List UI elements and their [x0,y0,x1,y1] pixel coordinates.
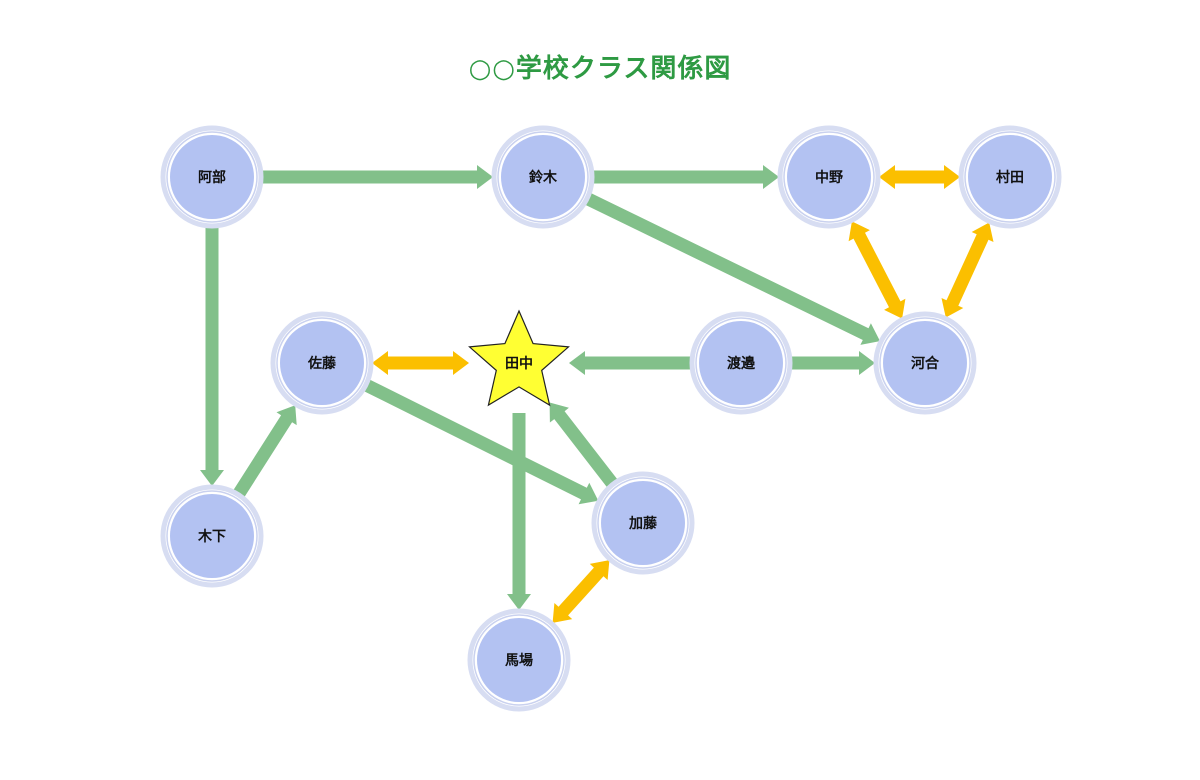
node-circle [883,321,967,405]
arrow-sato-to-kato [363,379,599,505]
node-inner-ring [695,317,787,409]
node-kinoshita[interactable]: 木下 [160,484,264,588]
diagram-title: ○○学校クラス関係図 [468,54,732,84]
arrow-suzuki-to-kawai [585,193,880,345]
node-inner-ring [166,131,258,223]
arrow-abe-to-kinoshita [200,227,224,486]
node-circle [699,321,783,405]
arrow-kinoshita-to-sato [233,405,297,498]
node-inner-ring [964,131,1056,223]
star-shape [468,309,570,407]
node-circle [170,135,254,219]
node-circle [787,135,871,219]
arrow-sato-to-tanaka [372,351,469,375]
node-circle [477,618,561,702]
arrow-kato-to-baba [552,560,610,623]
node-label: 河合 [911,355,940,372]
node-nakano[interactable]: 中野 [777,125,881,229]
arrow-abe-to-suzuki [262,165,493,189]
node-murata[interactable]: 村田 [958,125,1062,229]
node-inner-ring [166,490,258,582]
node-label: 阿部 [198,169,226,186]
node-label: 佐藤 [307,355,337,372]
node-inner-ring [276,317,368,409]
node-sato[interactable]: 佐藤 [270,311,374,415]
arrow-watanabe-to-kawai [791,351,875,375]
node-kawai[interactable]: 河合 [873,311,977,415]
arrow-murata-to-kawai [941,222,994,318]
node-label: 渡邉 [727,355,756,372]
node-circle [501,135,585,219]
node-inner-ring [473,614,565,706]
node-inner-ring [783,131,875,223]
node-circle [280,321,364,405]
arrow-watanabe-to-tanaka [569,351,691,375]
node-tanaka[interactable]: 田中 [468,309,570,407]
node-label: 木下 [197,528,226,545]
node-suzuki[interactable]: 鈴木 [491,125,595,229]
node-circle [601,481,685,565]
node-kato[interactable]: 加藤 [591,471,695,575]
node-circle [968,135,1052,219]
node-label: 中野 [815,169,843,186]
node-watanabe[interactable]: 渡邉 [689,311,793,415]
arrow-suzuki-to-nakano [593,165,779,189]
node-label: 鈴木 [529,169,558,186]
edges-layer [200,165,994,623]
arrow-kato-to-tanaka [549,402,618,488]
node-label: 加藤 [628,515,658,532]
node-inner-ring [497,131,589,223]
node-inner-ring [879,317,971,409]
node-label: 田中 [505,355,533,372]
node-abe[interactable]: 阿部 [160,125,264,229]
node-label: 馬場 [505,652,533,669]
node-circle [170,494,254,578]
arrow-nakano-to-kawai [848,221,906,319]
node-label: 村田 [996,169,1024,186]
arrow-tanaka-to-baba [507,413,531,610]
node-inner-ring [597,477,689,569]
arrow-nakano-to-murata [879,165,960,189]
node-baba[interactable]: 馬場 [467,608,571,712]
